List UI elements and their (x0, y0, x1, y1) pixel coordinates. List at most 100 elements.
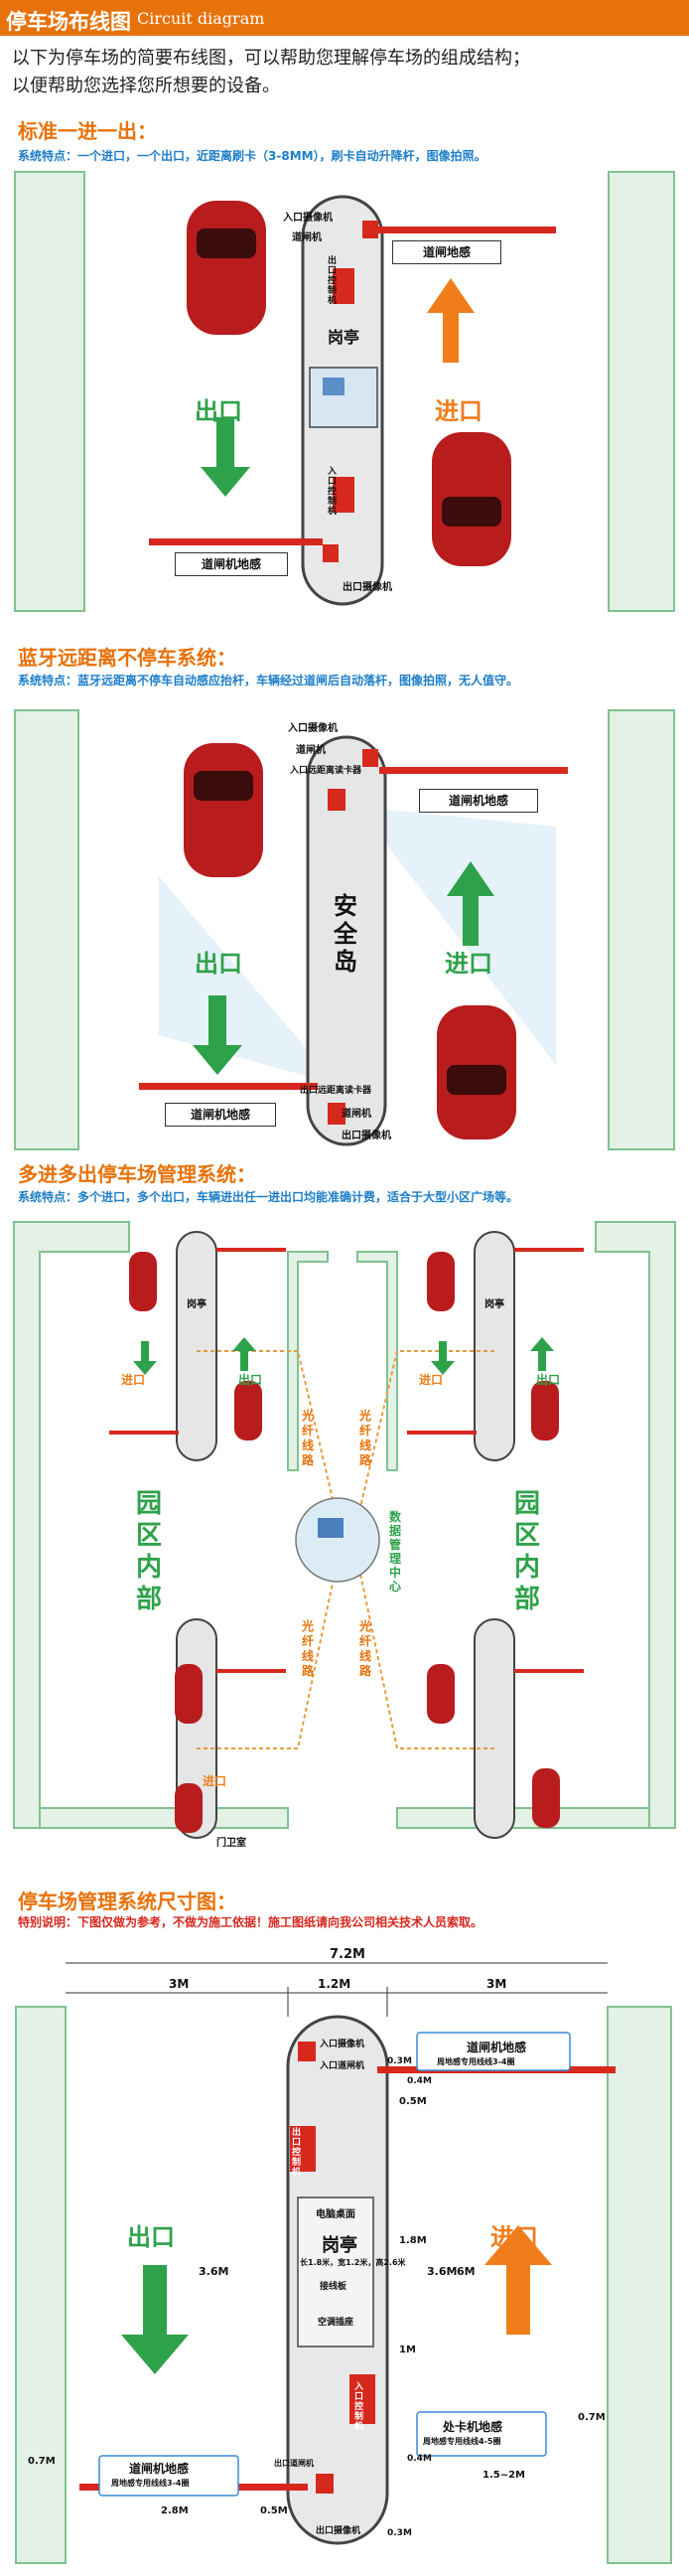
s3-car-2 (234, 1381, 262, 1440)
s1-entry-label: 进口 (435, 397, 482, 425)
s4-dim-03b: 0.3M (387, 2528, 412, 2538)
s4-dim-07b: 0.7M (578, 2412, 606, 2423)
s2-exit-reader-label: 出口远距离读卡器 (300, 1086, 372, 1096)
s3-booth-label-1: 岗亭 (187, 1299, 207, 1310)
s4-left-w: 3M (169, 1977, 190, 1991)
s4-sensor-right (416, 2411, 547, 2457)
s4-dim-6: 6M (457, 2265, 476, 2278)
s4-sensor-right-sub: 周地感专用线线4-5圈 (423, 2437, 501, 2446)
s3-arrow-3 (431, 1341, 455, 1375)
s2-exit-camera-label: 出口摄像机 (342, 1131, 391, 1141)
s2-barrier-bottom (139, 1083, 318, 1090)
s3-barrier-3 (514, 1248, 584, 1252)
s3-wall-right (595, 1221, 676, 1829)
s3-features: 系统特点：多个进口，多个出口，车辆进出任一进出口均能准确计费，适合于大型小区广场… (18, 1190, 519, 1204)
s3-island-br (474, 1618, 515, 1839)
header-title-cn: 停车场布线图 (6, 10, 131, 34)
s1-car-top (187, 201, 266, 335)
s4-dim-04: 0.4M (407, 2076, 432, 2086)
s1-exit-arrow (201, 417, 250, 497)
s2-exit-label: 出口 (195, 950, 242, 978)
s4-exit-ctrl-label: 出口控制机 (292, 2128, 302, 2178)
s3-island-tr (474, 1231, 515, 1461)
s3-car-4 (531, 1381, 559, 1440)
s3-arrow-1 (133, 1341, 157, 1375)
s3-island-tl (176, 1231, 217, 1461)
s2-sensor-top: 道闸机地感 (419, 789, 538, 813)
s4-note: 特别说明：下图仅做为参考，不做为施工依据！施工图纸请向我公司相关技术人员索取。 (18, 1915, 483, 1929)
s3-center-label: 数据管理中心 (389, 1510, 402, 1593)
s1-wall-right (608, 171, 675, 612)
s3-car-1 (129, 1252, 157, 1311)
s3-entry-label-3: 进口 (203, 1774, 227, 1788)
s1-entry-arrow (427, 278, 475, 363)
s4-aircon-label: 空调插座 (318, 2318, 354, 2328)
s4-total-label: 7.2M (330, 1947, 365, 1962)
s4-entry-arrow (484, 2225, 552, 2335)
s4-sensor-right-label: 处卡机地感 (443, 2420, 503, 2434)
s3-car-8 (175, 1783, 203, 1833)
s2-signal-top (357, 807, 556, 1065)
s3-wall-bottom-left (39, 1807, 289, 1829)
s3-barrier-1 (216, 1248, 286, 1252)
intro-line-2: 以便帮助您选择您所想要的设备。 (12, 76, 280, 96)
s1-barrier-bottom (149, 538, 323, 545)
s4-entry-ctrl-label: 入口控制机 (354, 2382, 364, 2432)
s2-gate-box (328, 789, 345, 811)
s4-booth-size: 长1.8米，宽1.2米，高2.6米 (300, 2258, 406, 2267)
s3-car-3 (427, 1252, 455, 1311)
s2-entry-label: 进口 (445, 950, 492, 978)
s3-car-6 (427, 1664, 455, 1724)
s4-exit-label: 出口 (127, 2223, 175, 2251)
s3-car-5 (175, 1664, 203, 1724)
s4-sensor-top (416, 2032, 571, 2071)
s3-wall-bottom-right (396, 1807, 650, 1829)
s4-dim-36b: 3.6M (427, 2265, 458, 2278)
s1-entry-camera-label: 入口摄像机 (283, 213, 333, 224)
s4-entry-camera-label: 入口摄像机 (320, 2040, 365, 2049)
s3-park-right: 园区内部 (514, 1489, 541, 1614)
s4-dim-36: 3.6M (199, 2265, 229, 2278)
header-title-en: Circuit diagram (137, 9, 265, 28)
s1-entry-controller (333, 477, 354, 513)
s4-title: 停车场管理系统尺寸图： (18, 1890, 236, 1913)
s2-car-top (184, 743, 263, 877)
s4-dim-05b: 0.5M (260, 2505, 288, 2516)
s2-signal-bottom (159, 876, 338, 1085)
s4-entry-ctrl-box (349, 2374, 375, 2424)
s3-booth-label-2: 岗亭 (484, 1299, 504, 1310)
s3-fiber-label-4: 光纤线路 (359, 1619, 372, 1678)
s3-title: 多进多出停车场管理系统： (18, 1162, 256, 1186)
s4-booth-label: 岗亭 (322, 2235, 357, 2256)
s3-wall-left (13, 1221, 130, 1829)
s4-exit-gate-box (316, 2474, 334, 2494)
s2-diagram (139, 735, 568, 1146)
s1-gate-label: 道闸机 (292, 232, 322, 243)
s2-exit-arrow (193, 995, 242, 1075)
s1-monitor-icon (323, 378, 344, 395)
s4-mid-w: 1.2M (318, 1977, 351, 1991)
s3-entry-label-1: 进口 (121, 1373, 146, 1387)
s2-gate2-label: 道闸机 (342, 1109, 371, 1120)
s2-features: 系统特点：蓝牙远距离不停车自动感应抬杆，车辆经过道闸后自动落杆，图像拍照，无人值… (18, 674, 519, 687)
s2-island-label: 安全岛 (334, 892, 357, 976)
s4-wiring-label: 接线板 (320, 2282, 347, 2292)
s3-car-7 (532, 1768, 560, 1828)
s4-entry-gate-label: 入口道闸机 (320, 2061, 365, 2071)
s1-booth-label: 岗亭 (328, 328, 360, 347)
s3-fiber-tr (356, 1350, 494, 1521)
s4-wall-left (15, 2006, 67, 2564)
s4-dim-05: 0.5M (399, 2096, 427, 2107)
s3-entry-label-2: 进口 (419, 1373, 444, 1387)
s1-exit-ctrl-label: 出口控制机 (328, 256, 338, 306)
s1-wall-left (14, 171, 85, 612)
s4-exit-ctrl-box (290, 2126, 316, 2172)
s3-data-center-circle (295, 1497, 380, 1583)
s3-doorman-label: 门卫室 (216, 1838, 246, 1849)
s4-pc-desk-label: 电脑桌面 (316, 2209, 355, 2220)
s3-fiber-bl (197, 1559, 339, 1749)
s1-sensor-bottom: 道闸机地感 (175, 552, 288, 576)
s4-dim-07: 0.7M (28, 2456, 56, 2467)
s3-exit-label-2: 出口 (536, 1373, 561, 1387)
s3-fiber-br (356, 1559, 494, 1749)
